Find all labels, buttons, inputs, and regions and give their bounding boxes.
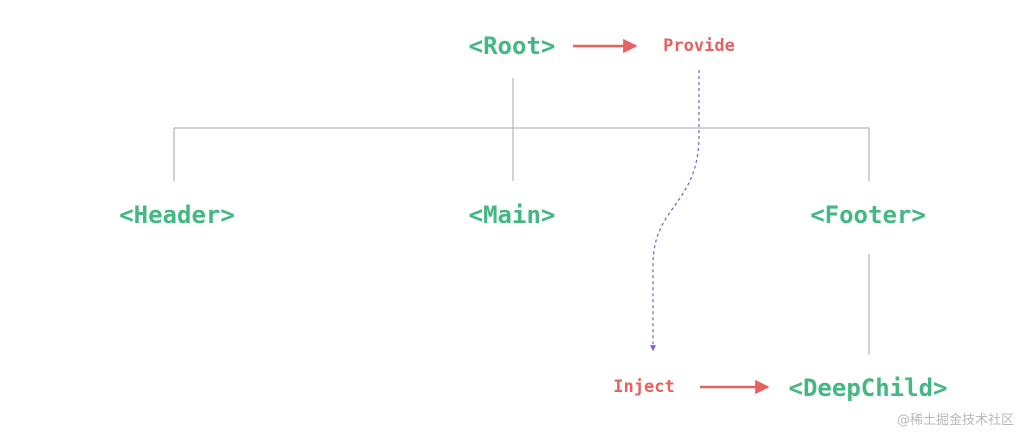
- header-node: <Header>: [119, 201, 235, 229]
- provide-label: Provide: [663, 36, 735, 56]
- deepchild-node: <DeepChild>: [788, 374, 948, 402]
- root-node: <Root>: [468, 32, 556, 60]
- provide-inject-dashed-curve: [650, 70, 700, 352]
- main-node: <Main>: [468, 201, 556, 229]
- footer-node: <Footer>: [810, 201, 926, 229]
- inject-label: Inject: [613, 377, 675, 397]
- watermark-text: @稀土掘金技术社区: [896, 413, 1014, 428]
